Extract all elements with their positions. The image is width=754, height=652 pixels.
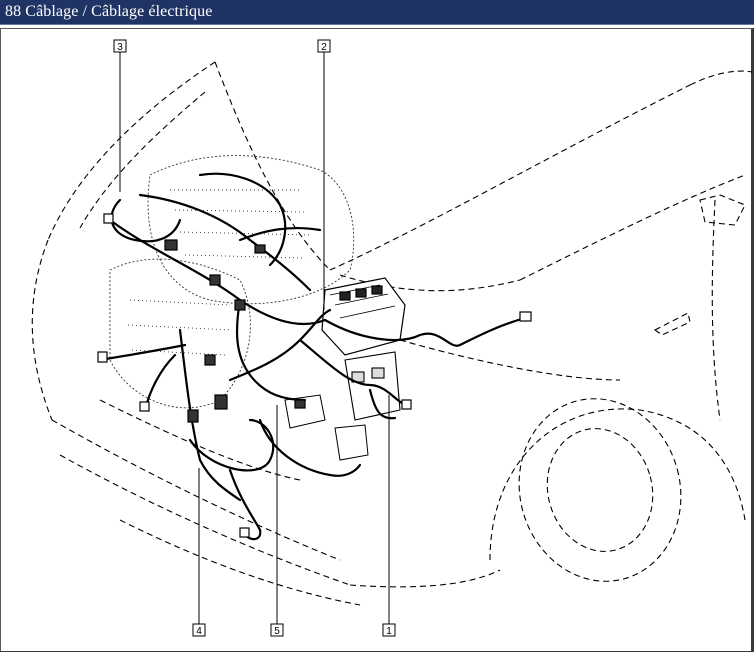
callout-5-label: 5 <box>274 626 280 637</box>
engine-block <box>109 155 355 409</box>
harness-mid-loop <box>228 308 332 382</box>
harness-main-trunk <box>108 218 327 325</box>
callout-4: 4 <box>192 623 206 637</box>
car-body-outline <box>31 61 753 606</box>
callout-1: 1 <box>382 623 396 637</box>
hood-right-edge <box>214 61 331 271</box>
callout-5: 5 <box>270 623 284 637</box>
fender-line <box>399 339 621 381</box>
callout-2: 2 <box>317 39 331 53</box>
connector-block <box>284 394 369 461</box>
door-line <box>711 199 721 421</box>
hood-left-edge <box>47 61 216 241</box>
harness-lower-loop <box>188 418 275 472</box>
hood-inner <box>79 91 206 229</box>
harness-right-run <box>323 316 527 347</box>
harness-top-loop <box>198 172 287 267</box>
harness-battery-run <box>298 338 407 407</box>
callout-3: 3 <box>113 39 127 53</box>
harness-down-left <box>228 468 262 541</box>
bumper-lower <box>59 454 351 586</box>
bumper-bottom <box>119 519 361 606</box>
harness-bottom-lead <box>258 418 362 477</box>
harness-connectors <box>97 213 532 538</box>
roof-line <box>689 70 753 86</box>
wheel-arch <box>489 408 746 561</box>
front-wheel <box>518 398 682 582</box>
harness-left-lower <box>98 343 187 362</box>
windshield-line <box>329 84 691 271</box>
fender-vent <box>653 312 691 336</box>
title-separator <box>0 24 754 28</box>
front-wheel-hub <box>546 428 654 552</box>
mirror <box>699 194 746 226</box>
callout-2-label: 2 <box>321 42 327 53</box>
window-title: 88 Câblage / Câblage électrique <box>5 3 213 20</box>
grille-top <box>99 399 301 481</box>
harness-upper-right <box>238 226 322 242</box>
callout-1-label: 1 <box>386 626 392 637</box>
harness-left-loop <box>110 198 182 243</box>
callout-leaders <box>119 52 390 624</box>
harness-drop-right <box>368 388 397 420</box>
callout-4-label: 4 <box>196 626 202 637</box>
front-left-contour <box>31 239 53 421</box>
sill-line <box>349 569 501 588</box>
fuse-relay-box <box>321 277 406 356</box>
callout-3-label: 3 <box>117 42 123 53</box>
harness-crossover <box>235 298 307 402</box>
a-pillar <box>519 174 746 281</box>
window-title-bar: 88 Câblage / Câblage électrique <box>0 0 754 24</box>
